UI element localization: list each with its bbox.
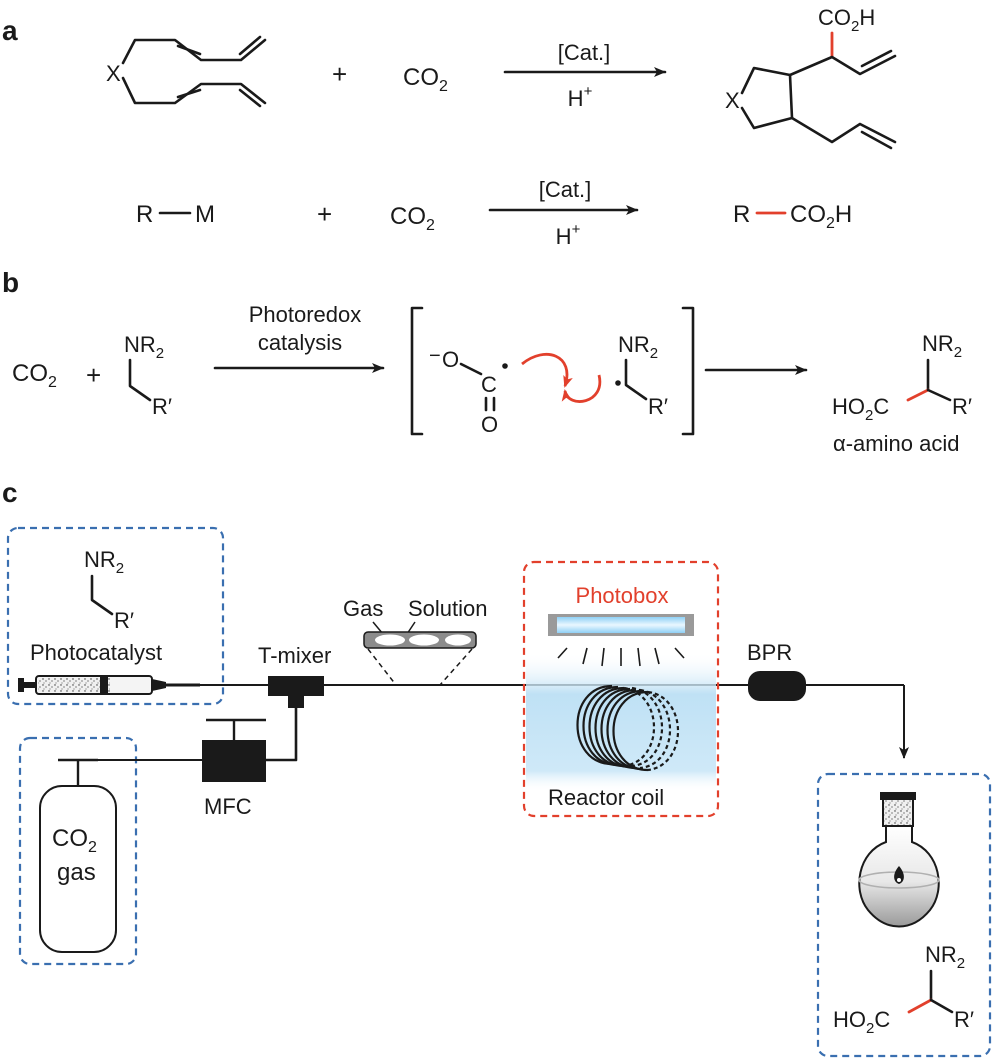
photobox-label: Photobox	[576, 583, 669, 608]
amine-reactant: NR2 R′	[124, 332, 172, 419]
syringe-icon	[18, 675, 200, 695]
svg-text:CO2: CO2	[52, 825, 97, 856]
amino-acid-product: NR2 HO2C R′ α-amino acid	[832, 331, 972, 456]
svg-text:HO2C: HO2C	[833, 1007, 890, 1037]
reactor-coil-label: Reactor coil	[548, 785, 664, 810]
collected-amino-acid: NR2 HO2C R′	[833, 942, 974, 1037]
cylinder-co2-label: CO2	[52, 825, 97, 856]
photobox-frame	[522, 560, 720, 818]
svg-text:R′: R′	[152, 394, 172, 419]
t-mixer-icon	[268, 676, 324, 708]
svg-text:Photoredox: Photoredox	[249, 302, 362, 327]
svg-text:R: R	[136, 201, 153, 228]
slug-flow-tube	[363, 621, 477, 686]
photocatalyst-label: Photocatalyst	[30, 640, 162, 665]
svg-text:NR2: NR2	[84, 547, 124, 577]
svg-text:O: O	[442, 347, 459, 372]
plus-a2: +	[317, 199, 332, 229]
t-mixer-label: T-mixer	[258, 643, 331, 668]
svg-text:R′: R′	[952, 394, 972, 419]
svg-text:CO2H: CO2H	[790, 201, 852, 232]
solution-label: Solution	[408, 596, 488, 621]
reaction-arrow-a2: [Cat.] H+	[488, 177, 639, 249]
svg-text:CO2: CO2	[12, 360, 57, 391]
svg-text:CO2H: CO2H	[818, 5, 875, 35]
bpr-icon	[748, 671, 806, 701]
co2-a1: CO2	[403, 64, 448, 95]
svg-text:O: O	[481, 412, 498, 437]
round-bottom-flask-icon	[858, 792, 940, 928]
reactor-coil-icon	[576, 684, 679, 772]
syringe-box	[6, 526, 225, 706]
svg-text:[Cat.]: [Cat.]	[558, 40, 611, 65]
photobox-glow	[526, 652, 716, 792]
svg-text:R′: R′	[648, 394, 668, 419]
cyclization-product: CO2H X	[725, 5, 897, 150]
svg-text:R: R	[733, 201, 750, 228]
plus-b: +	[86, 360, 101, 390]
organometallic-reactant: R M	[136, 201, 215, 228]
svg-text:−: −	[429, 345, 441, 367]
gas-cylinder-icon	[39, 758, 117, 953]
svg-text:CO2: CO2	[403, 64, 448, 95]
panel-b-label: b	[2, 267, 19, 298]
svg-text:CO2: CO2	[390, 203, 435, 234]
collection-box	[816, 772, 992, 1058]
syringe-amine: NR2 R′	[84, 547, 134, 633]
svg-text:H+: H+	[568, 83, 593, 111]
svg-text:NR2: NR2	[618, 332, 658, 362]
panel-c-label: c	[2, 477, 18, 508]
svg-text:R′: R′	[114, 608, 134, 633]
svg-text:C: C	[481, 372, 497, 397]
light-rays	[557, 647, 685, 667]
photoredox-arrow: Photoredox catalysis	[213, 302, 385, 373]
lamp-icon	[548, 614, 694, 636]
co2-b: CO2	[12, 360, 57, 391]
cylinder-gas-label: gas	[57, 859, 96, 886]
mfc-label: MFC	[204, 794, 252, 819]
svg-text:[Cat.]: [Cat.]	[539, 177, 592, 202]
plus-a1: +	[332, 59, 347, 89]
bpr-label: BPR	[747, 640, 792, 665]
amino-acid-caption: α-amino acid	[833, 431, 959, 456]
co2-a2: CO2	[390, 203, 435, 234]
ring-atom-x: X	[725, 88, 740, 113]
svg-text:R′: R′	[954, 1007, 974, 1032]
svg-text:HO2C: HO2C	[832, 394, 889, 424]
carboxylic-acid-product: R CO2H	[733, 201, 852, 232]
svg-text:NR2: NR2	[124, 332, 164, 362]
bis-diene-reactant: X	[106, 35, 267, 108]
gas-cylinder-box	[18, 736, 138, 966]
svg-text:NR2: NR2	[925, 942, 965, 972]
svg-text:NR2: NR2	[922, 331, 962, 361]
hetero-atom-x: X	[106, 61, 121, 86]
svg-text:M: M	[195, 201, 215, 228]
mfc-icon	[202, 718, 266, 782]
reaction-arrow-a1: [Cat.] H+	[503, 40, 667, 111]
radical-intermediate: − O C O NR2 R′	[410, 306, 695, 437]
gas-label: Gas	[343, 596, 383, 621]
svg-text:H+: H+	[556, 221, 581, 249]
svg-text:catalysis: catalysis	[258, 330, 342, 355]
panel-a-label: a	[2, 15, 18, 46]
